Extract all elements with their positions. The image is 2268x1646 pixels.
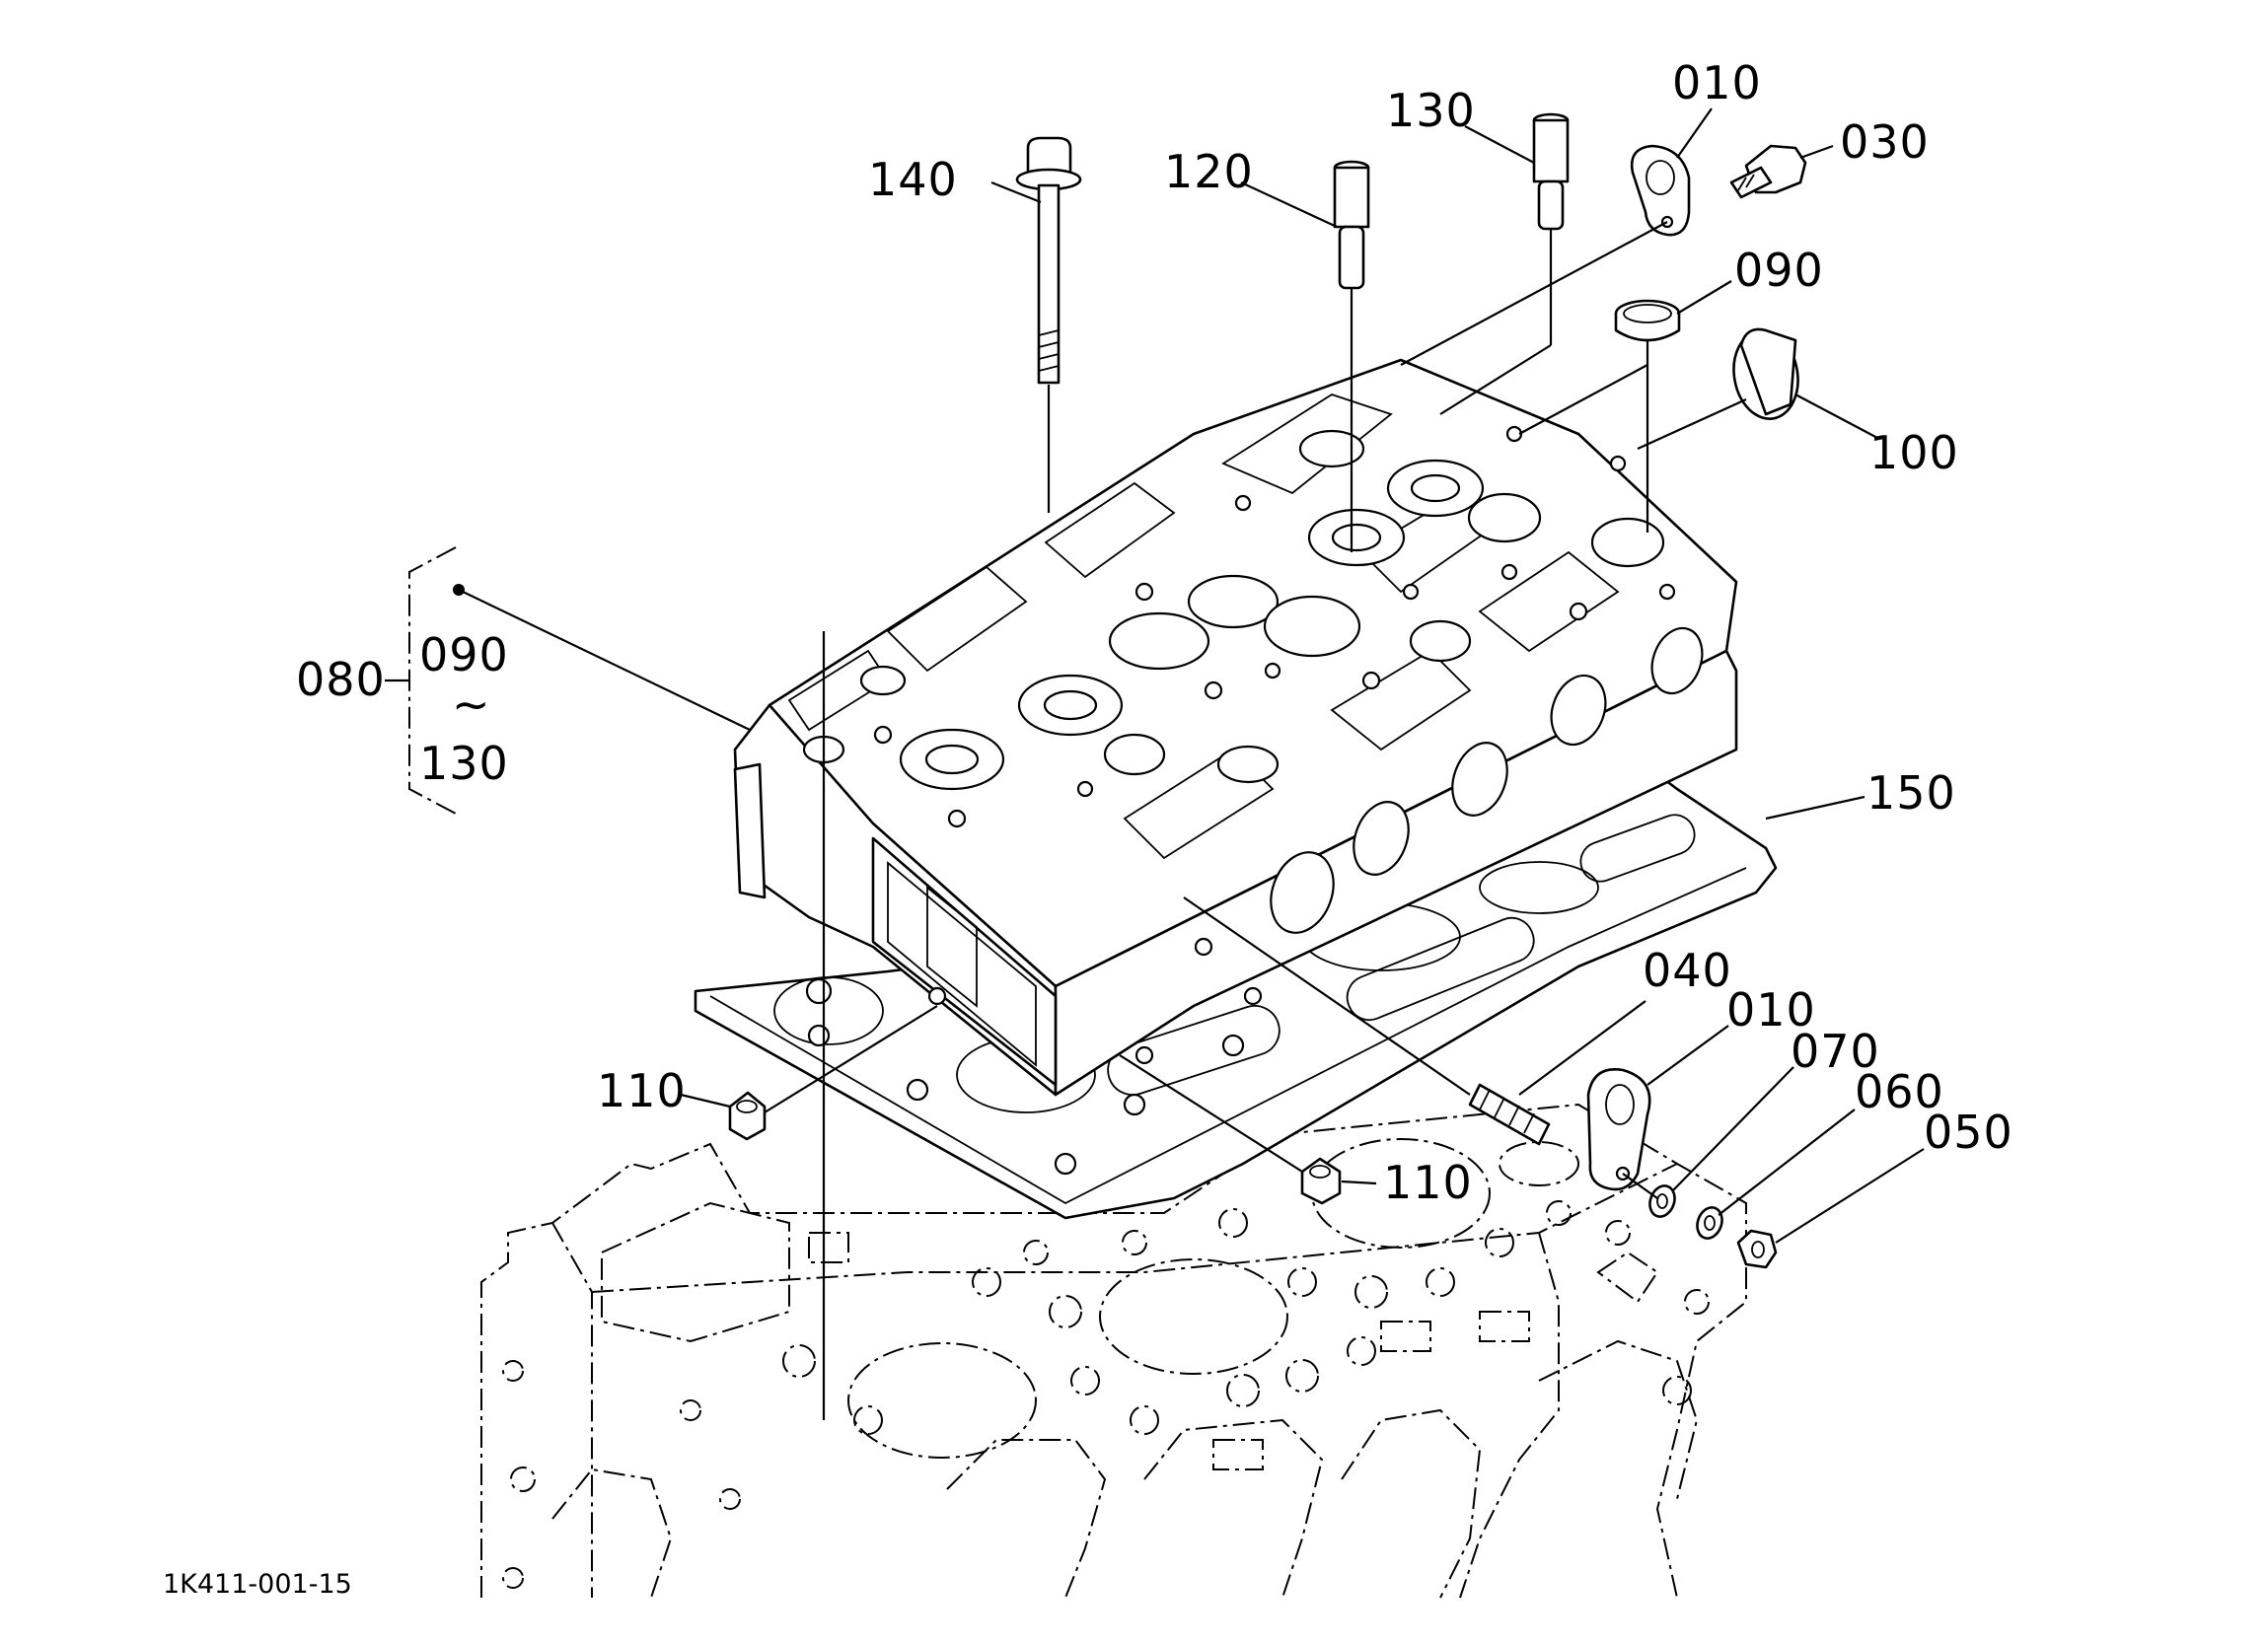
group-range-start: 090 xyxy=(419,628,509,681)
valve-guide-120 xyxy=(1333,160,1370,290)
callout-140: 140 xyxy=(868,153,958,206)
group-range-separator: ~ xyxy=(452,678,491,731)
spring-washer-060 xyxy=(1696,1206,1723,1240)
drawing-code: 1K411-001-15 xyxy=(163,1569,352,1600)
nut-050 xyxy=(1736,1229,1778,1269)
cylinder-head xyxy=(733,358,1738,1097)
plug-110-right xyxy=(1300,1157,1342,1205)
group-range-end: 130 xyxy=(419,737,509,790)
washer-070 xyxy=(1648,1184,1676,1218)
valve-guide-130 xyxy=(1532,112,1570,231)
callout-010-top: 010 xyxy=(1672,56,1762,109)
callout-150: 150 xyxy=(1866,766,1956,820)
engine-block xyxy=(480,1103,1747,1599)
seal-ring-090 xyxy=(1614,299,1681,342)
callout-060: 060 xyxy=(1855,1065,1944,1118)
lifting-eye-010-top xyxy=(1630,144,1691,237)
plug-110-left xyxy=(728,1091,767,1141)
callout-070: 070 xyxy=(1791,1025,1880,1078)
callout-040: 040 xyxy=(1643,944,1732,997)
callout-030: 030 xyxy=(1840,115,1930,169)
callout-labels: 010 030 130 120 140 090 100 150 040 010 … xyxy=(163,56,2013,1600)
callout-110-left: 110 xyxy=(597,1064,687,1117)
plug-100 xyxy=(1732,327,1799,420)
head-top-features xyxy=(787,394,1620,860)
callout-110-right: 110 xyxy=(1383,1156,1473,1209)
callout-100: 100 xyxy=(1869,426,1959,479)
callout-120: 120 xyxy=(1164,145,1254,198)
leader-lines xyxy=(453,107,1925,1420)
callout-010-right: 010 xyxy=(1726,983,1816,1037)
head-gasket xyxy=(694,772,1778,1220)
lifting-eye-010-right xyxy=(1586,1067,1651,1191)
stud-040 xyxy=(1468,1083,1551,1146)
group-label-080: 080 xyxy=(296,653,386,706)
callout-050: 050 xyxy=(1924,1106,2013,1159)
head-bolt-140 xyxy=(1015,136,1082,385)
callout-090: 090 xyxy=(1734,244,1824,297)
callout-130: 130 xyxy=(1386,84,1476,137)
bolt-030 xyxy=(1729,144,1807,199)
group-bracket-080 xyxy=(385,546,457,815)
